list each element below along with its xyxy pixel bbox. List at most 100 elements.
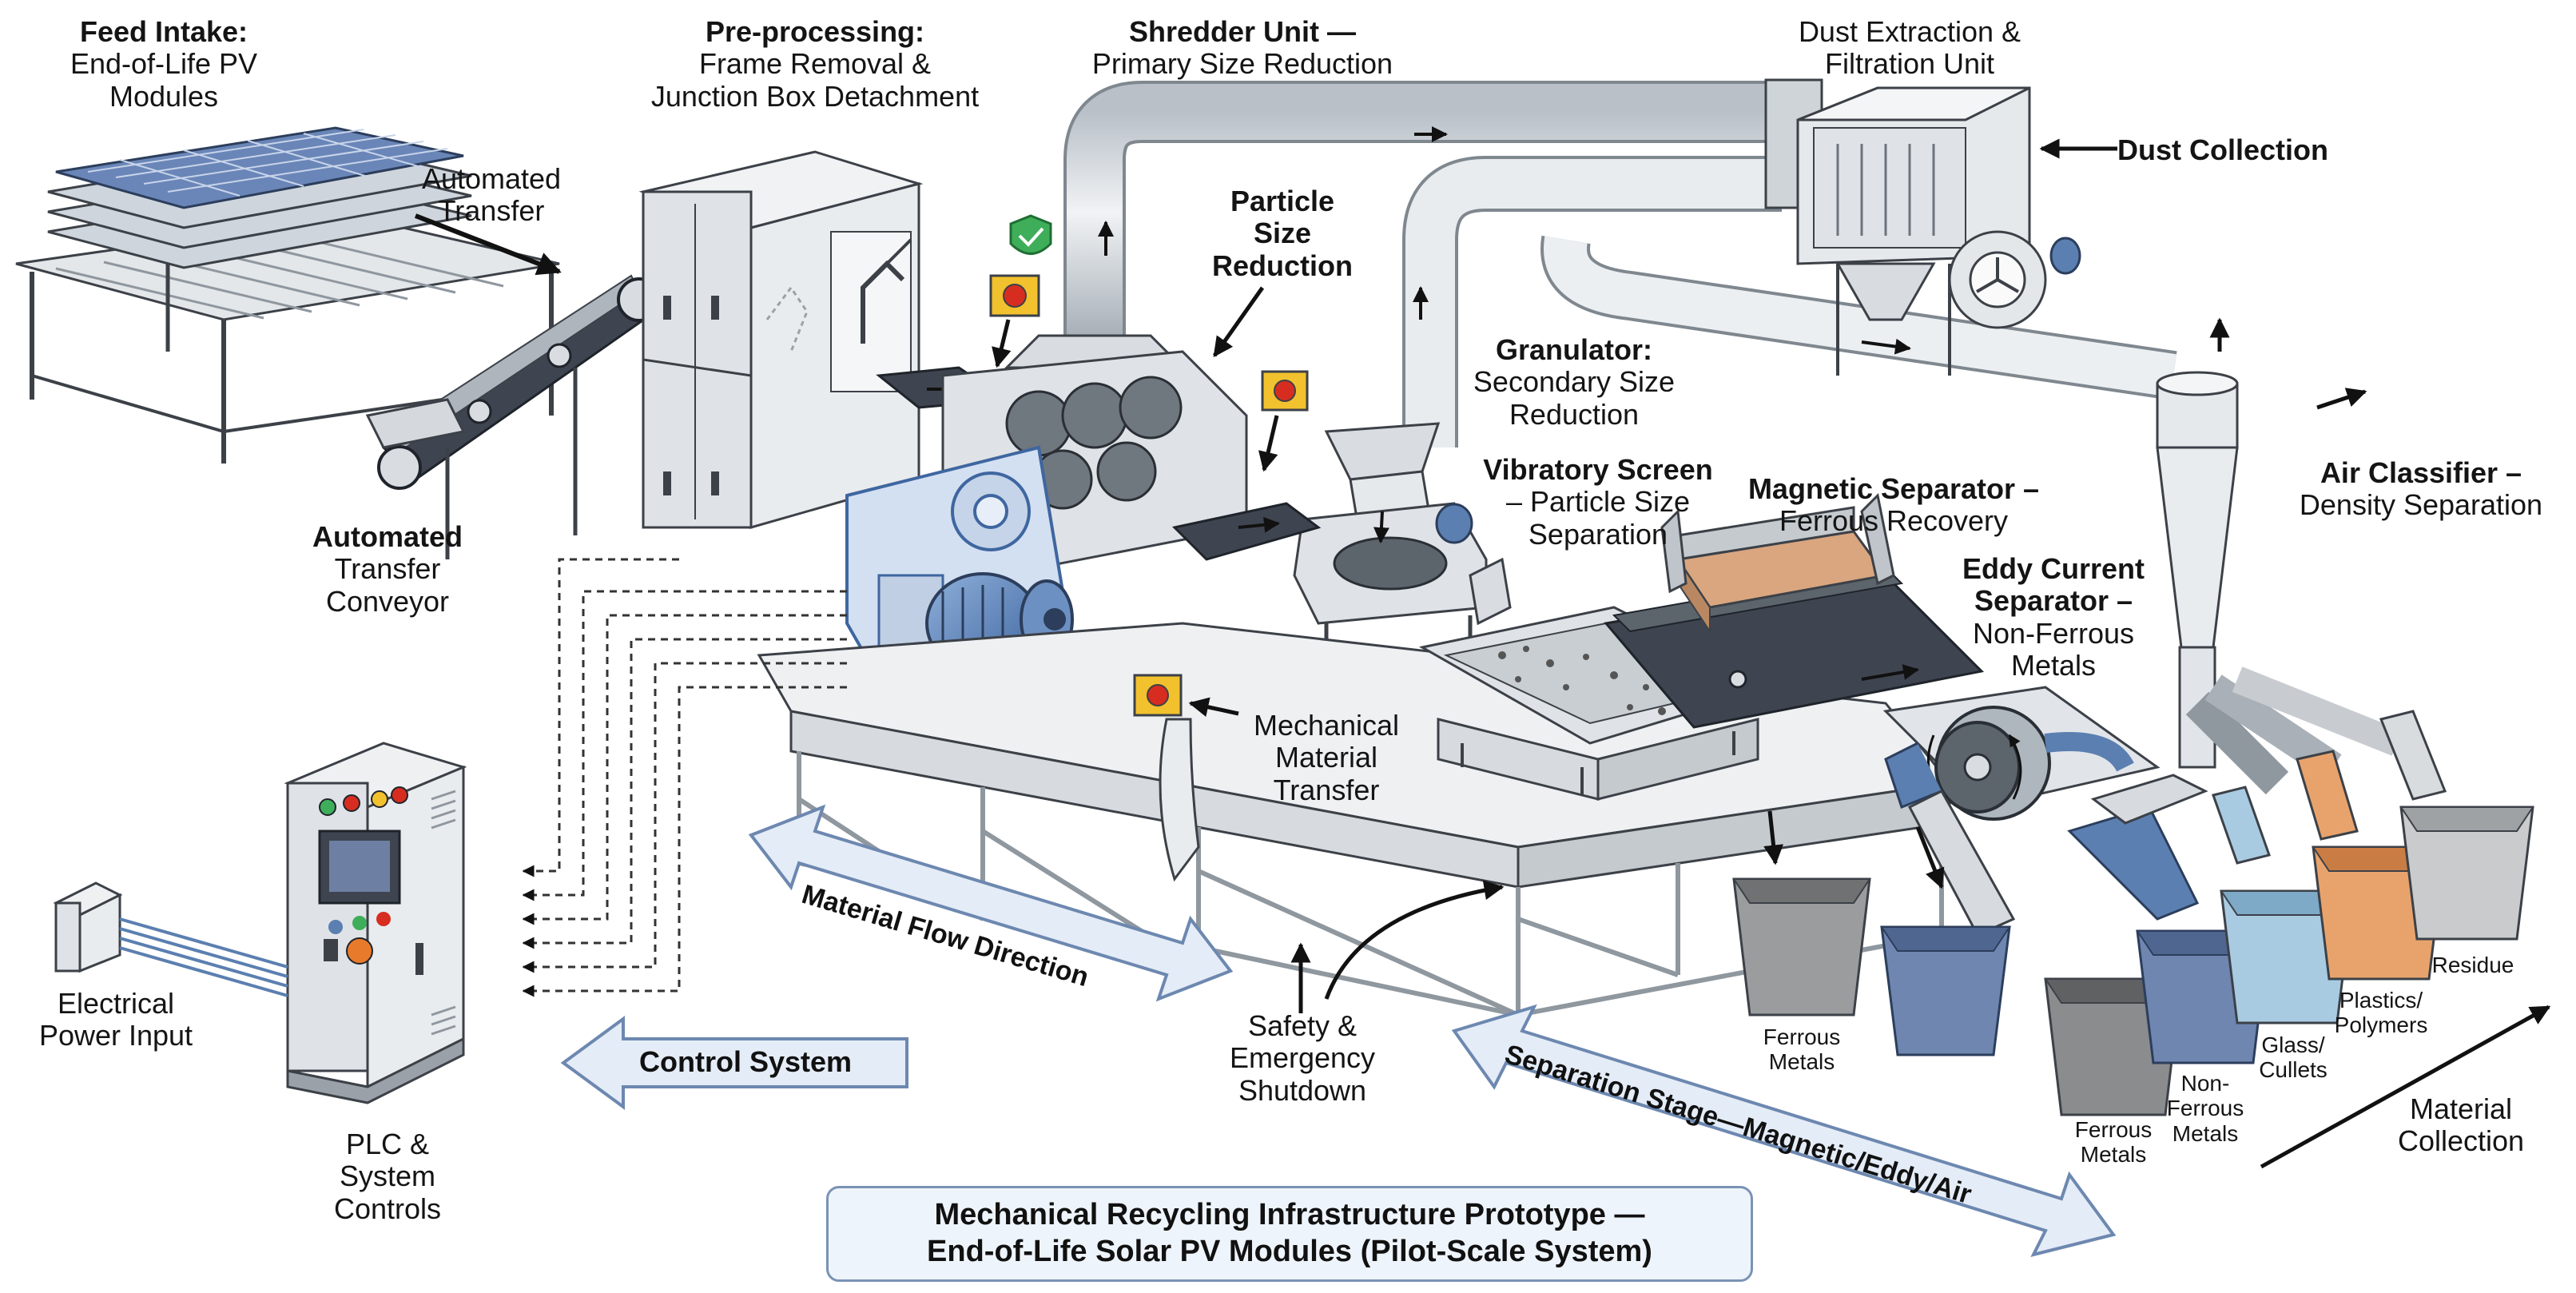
label-transfer-conveyor-title: Automated [312,520,463,553]
label-plc-line1: PLC & [345,1128,430,1160]
label-feed-intake: Feed Intake: End-of-Life PV Modules [64,15,264,113]
label-air-classifier: Air Classifier – Density Separation [2277,456,2565,522]
label-material-collection: Material Collection [2365,1092,2557,1158]
label-particle-size-reduction: Particle Size Reduction [1183,185,1382,282]
bin-label-residue: Residue [2431,953,2514,977]
collection-bins [1732,806,2534,1116]
label-preprocessing-line1: Frame Removal & [698,47,932,81]
ductwork [1063,81,2177,448]
label-safety-line2: Emergency [1229,1041,1376,1075]
bin-label-non-ferrous: Non- Ferrous Metals [2145,1071,2265,1146]
eddy-current-separator [1763,686,2208,937]
label-eddy-line2: Metals [2010,648,2097,682]
label-shredder-title: Shredder Unit — [1128,15,1357,48]
bin-label-non-ferrous-line2: Ferrous [2166,1096,2244,1121]
label-material-collection-line2: Collection [2397,1124,2525,1158]
control-system-banner [560,1016,908,1110]
label-mechanical-transfer: Mechanical Material Transfer [1222,709,1430,806]
label-vibratory-line1: – Particle Size [1505,485,1691,519]
bin-label-plastics: Plastics/ Polymers [2317,988,2445,1038]
label-mechanical-line1: Mechanical [1253,709,1400,742]
diagram-title-box: Mechanical Recycling Infrastructure Prot… [826,1186,1753,1282]
bin-non-ferrous-1 [1880,925,2011,1056]
bin-label-glass: Glass/ Cullets [2237,1032,2349,1083]
label-plc: PLC & System Controls [296,1128,479,1225]
label-eddy-title2: Separator – [1974,584,2133,618]
plc-control-cabinet [284,742,467,1104]
bin-label-ferrous-2-line2: Metals [2080,1142,2147,1168]
label-dust-extraction-line2: Filtration Unit [1824,47,1995,81]
electrical-power-box [53,881,288,997]
label-preprocessing: Pre-processing: Frame Removal & Junction… [615,15,1015,113]
label-granulator-title: Granulator: [1495,333,1652,366]
label-magnetic-line1: Ferrous Recovery [1779,504,2009,538]
label-electrical-line2: Power Input [38,1019,193,1052]
material-flow-banner [748,804,1234,1002]
label-automated-transfer: Automated Transfer [384,162,599,228]
bin-label-non-ferrous-line3: Metals [2172,1120,2239,1146]
label-shredder: Shredder Unit — Primary Size Reduction [1055,15,1430,81]
label-feed-intake-line2: Modules [109,79,219,113]
label-automated-transfer-line2: Transfer [438,194,545,228]
label-dust-extraction-line1: Dust Extraction & [1798,15,2021,48]
bin-label-ferrous-1-line2: Metals [1768,1049,1835,1075]
label-magnetic-title: Magnetic Separator – [1747,472,2040,505]
dust-extraction-unit [1764,78,2081,376]
feed-roller-table [15,214,560,463]
label-magnetic-separator: Magnetic Separator – Ferrous Recovery [1726,472,2061,538]
control-system-text: Control System [639,1045,853,1078]
label-transfer-conveyor: Automated Transfer Conveyor [272,520,503,618]
label-feed-intake-title: Feed Intake: [79,15,248,48]
label-electrical-line1: Electrical [57,987,175,1020]
label-particle-line1: Particle [1230,185,1335,217]
label-shredder-line2: Primary Size Reduction [1091,47,1393,81]
bin-label-glass-line1: Glass/ [2261,1032,2325,1057]
bin-label-ferrous-1-line1: Ferrous [1763,1024,1841,1049]
pv-module-stack [47,126,472,269]
label-transfer-conveyor-line2: Conveyor [325,584,450,618]
bin-label-plastics-line1: Plastics/ [2339,988,2423,1013]
label-plc-line3: Controls [333,1192,442,1225]
label-air-classifier-line1: Density Separation [2299,488,2543,522]
label-vibratory-screen: Vibratory Screen – Particle Size Separat… [1462,453,1734,551]
label-vibratory-title: Vibratory Screen [1483,453,1713,486]
diagram-title-line2: End-of-Life Solar PV Modules (Pilot-Scal… [927,1235,1652,1268]
label-material-collection-line1: Material [2409,1092,2513,1125]
bin-label-ferrous-2-line1: Ferrous [2074,1117,2153,1142]
shredder-unit [845,214,1248,682]
label-granulator-line2: Reduction [1509,397,1640,431]
diagram-title-line1: Mechanical Recycling Infrastructure Prot… [934,1198,1645,1232]
label-granulator-line1: Secondary Size [1473,365,1676,399]
bin-label-ferrous-1: Ferrous Metals [1726,1024,1878,1075]
callout-arrows [1188,138,2551,1169]
control-signal-lines [522,558,847,997]
label-mechanical-line3: Transfer [1273,773,1380,806]
label-feed-intake-line1: End-of-Life PV [70,47,258,81]
label-eddy-line1: Non-Ferrous [1972,616,2135,650]
label-vibratory-line2: Separation [1528,517,1668,551]
label-safety-line3: Shutdown [1238,1073,1367,1107]
label-air-classifier-title: Air Classifier – [2320,456,2522,489]
label-automated-transfer-line1: Automated [421,162,562,195]
label-eddy-current: Eddy Current Separator – Non-Ferrous Met… [1934,552,2173,682]
inclined-transfer-conveyor [365,213,662,559]
bin-label-glass-line2: Cullets [2259,1057,2328,1083]
bin-label-non-ferrous-line1: Non- [2180,1071,2230,1096]
label-plc-line2: System [339,1160,436,1193]
label-dust-extraction: Dust Extraction & Filtration Unit [1742,15,2077,81]
label-preprocessing-title: Pre-processing: [705,15,925,48]
label-dust-collection: Dust Collection [2117,133,2329,166]
label-transfer-conveyor-line1: Transfer [334,552,441,586]
magnetic-separator [1604,492,1985,729]
label-safety-line1: Safety & [1247,1009,1358,1042]
label-particle-line3: Reduction [1212,249,1353,282]
label-eddy-title1: Eddy Current [1962,552,2145,585]
label-electrical-power: Electrical Power Input [24,987,208,1052]
bin-label-ferrous-2: Ferrous Metals [2037,1117,2189,1168]
air-classifier [2156,317,2447,865]
label-preprocessing-line2: Junction Box Detachment [650,79,980,113]
bin-label-plastics-line2: Polymers [2334,1013,2428,1038]
separation-stage-banner [1451,1004,2117,1257]
label-granulator: Granulator: Secondary Size Reduction [1438,333,1710,431]
